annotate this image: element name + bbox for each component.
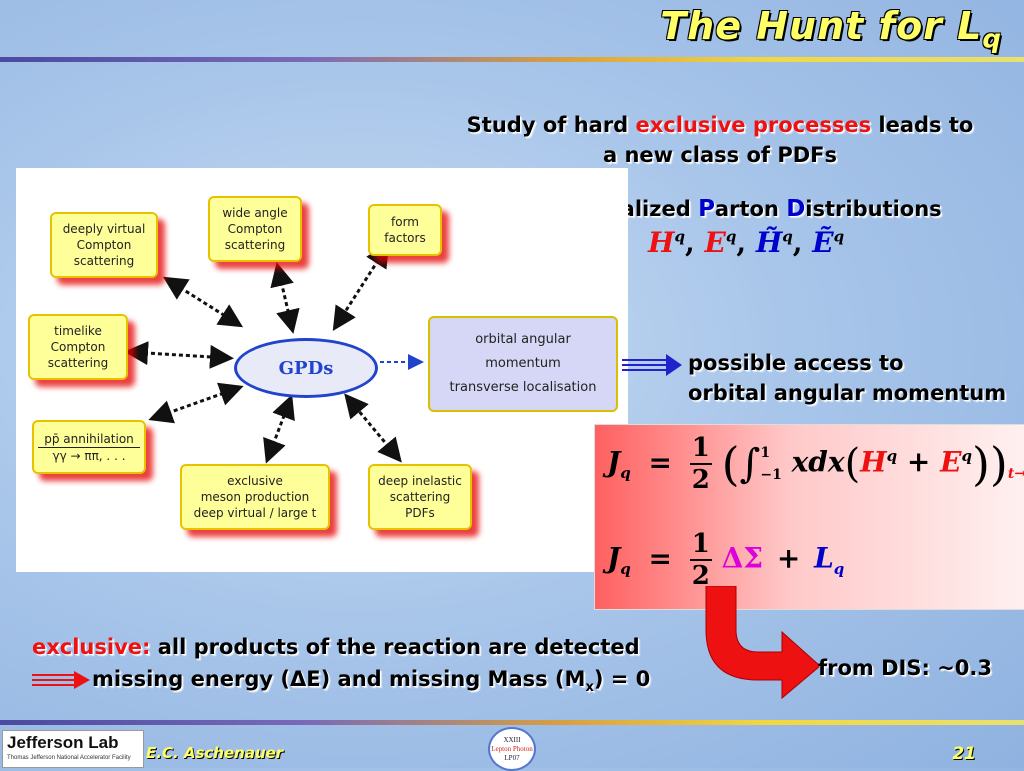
arrow-ppbar	[148, 382, 244, 424]
arrow-tcs	[124, 341, 234, 369]
intro-highlight: exclusive processes	[635, 113, 872, 137]
slide-title: The Hunt for Lq	[660, 4, 1002, 55]
lp07-conference-logo: XXIII Lepton Photon LP07	[488, 727, 536, 771]
double-arrow-icon	[622, 354, 682, 376]
gpds-ellipse: GPDs	[234, 338, 378, 398]
exclusive-definition: exclusive: all products of the reaction …	[32, 635, 651, 696]
arrow-ff	[332, 242, 390, 332]
bent-red-arrow-icon	[705, 586, 821, 700]
dis-value-text: from DIS: ~0.3	[818, 656, 992, 680]
page-number: 21	[952, 744, 976, 764]
ji-sum-rule-box: Jq = 12 (∫1−1 xdx(Hq + Eq))t→0 Jq = 12 Δ…	[594, 424, 1024, 610]
arrow-dvcs	[162, 276, 244, 328]
title-rule	[0, 57, 1024, 62]
diagram-arrows	[124, 242, 424, 464]
arrow-meson	[263, 394, 295, 464]
gpd-symbols: Hq, Eq, H̃q, Ẽq	[648, 226, 845, 259]
footer-rule	[0, 720, 1024, 725]
author-name: E.C. Aschenauer	[146, 744, 284, 762]
jefferson-lab-logo: Jefferson Lab Thomas Jefferson National …	[2, 730, 144, 768]
intro-text: Study of hard exclusive processes leads …	[466, 113, 974, 167]
arrow-dis	[344, 393, 402, 463]
arrow-wacs	[270, 262, 300, 334]
double-arrow-red-icon	[32, 671, 90, 689]
formula-ji-sum-rule: Jq = 12 (∫1−1 xdx(Hq + Eq))t→0	[607, 433, 1024, 495]
box-ppbar-annihilation: pp̄ annihilation γγ → ππ, . . .	[32, 420, 146, 474]
